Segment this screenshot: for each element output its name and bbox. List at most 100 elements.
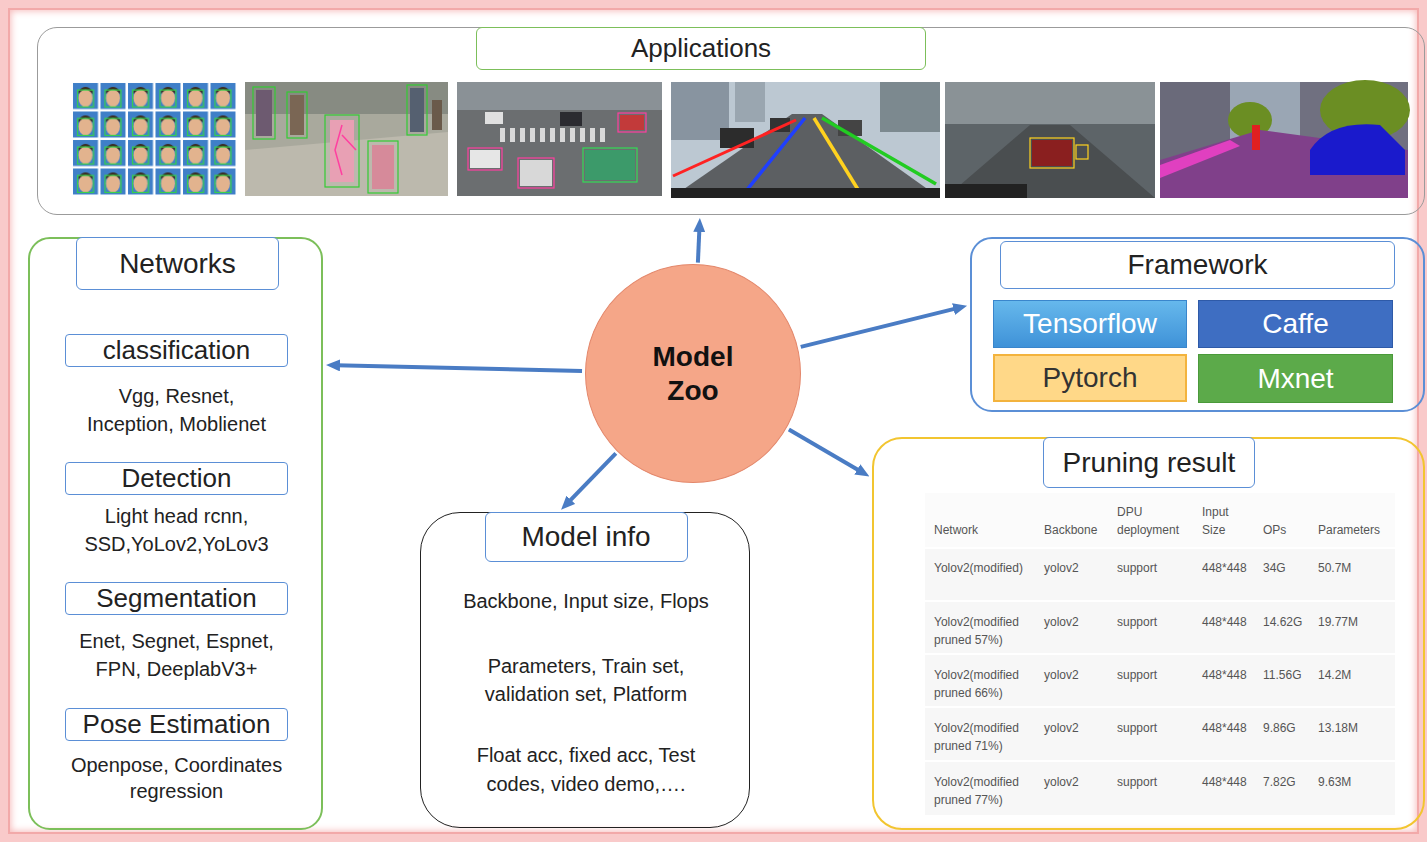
cell-holder: Yolov2(modified): [934, 559, 1038, 577]
table-cell: yolov2: [1044, 559, 1110, 577]
text-holder: Segmentation: [65, 582, 288, 615]
panel-heading: Pruning result: [1043, 437, 1255, 488]
applications-panel: Applications: [37, 27, 1425, 215]
table-cell: 448*448: [1202, 559, 1254, 577]
table-background-part: [925, 706, 1395, 708]
cell-holder: Yolov2(modified pruned 57%): [934, 613, 1038, 649]
lane-photo: [671, 82, 940, 198]
text-holder: Float acc, fixed acc, Test codes, video …: [446, 741, 726, 799]
table-cell: 50.7M: [1318, 559, 1393, 577]
segmentation-photo: [1160, 80, 1410, 198]
dashcam-photo-part: [1076, 145, 1088, 159]
model-info-panel: Model infoBackbone, Input size, FlopsPar…: [420, 512, 750, 828]
traffic-photo-part: [468, 148, 502, 170]
traffic-photo-part: [583, 148, 637, 182]
cell-holder: 14.62G: [1263, 613, 1313, 631]
table-background-part: [925, 653, 1395, 655]
street-photo-part: [410, 88, 424, 132]
text-holder: Pytorch: [995, 356, 1185, 400]
lane-photo-part: [735, 82, 765, 122]
lane-photo-part: [880, 82, 940, 132]
table-background-part: [925, 493, 1395, 548]
text-holder: Pruning result: [1043, 437, 1255, 488]
table-cell: Yolov2(modified pruned 57%): [934, 613, 1038, 649]
lane-photo-part: [720, 128, 754, 148]
traffic-photo-part: [620, 115, 644, 130]
street-photo-part: [407, 85, 427, 135]
cell-holder: 19.77M: [1318, 613, 1393, 631]
dashcam-photo-part: [945, 82, 1155, 198]
table-cell: Yolov2(modified pruned 77%): [934, 773, 1038, 809]
street-photo-part: [256, 90, 272, 136]
text-holder: Networks: [76, 237, 279, 290]
cell-holder: yolov2: [1044, 773, 1110, 791]
text-holder: Model Zoo: [586, 265, 800, 482]
segmentation-photo-part: [1310, 124, 1405, 175]
cell-holder: 50.7M: [1318, 559, 1393, 577]
group-heading: Segmentation: [65, 582, 288, 615]
group-heading: Pose Estimation: [65, 708, 288, 741]
text-holder: Enet, Segnet, Espnet, FPN, DeeplabV3+: [57, 627, 297, 683]
table-cell: yolov2: [1044, 719, 1110, 737]
table-cell: 14.62G: [1263, 613, 1313, 631]
table-cell: Backbone: [1044, 521, 1097, 539]
cell-holder: support: [1117, 559, 1197, 577]
cell-holder: support: [1117, 666, 1197, 684]
text-holder: Applications: [476, 27, 926, 70]
cell-holder: Parameters: [1318, 495, 1393, 539]
street-photo-part: [290, 95, 304, 135]
table-cell: 448*448: [1202, 613, 1254, 631]
table-cell: 448*448: [1202, 719, 1254, 737]
cell-holder: 13.18M: [1318, 719, 1393, 737]
face-grid-photo-part: [72, 82, 237, 196]
cell-holder: 11.56G: [1263, 666, 1313, 684]
street-photo-part: [368, 141, 398, 193]
traffic-photo-part: [618, 113, 646, 132]
table-cell: 34G: [1263, 559, 1313, 577]
table-cell: support: [1117, 559, 1197, 577]
traffic-photo-part: [520, 160, 552, 186]
cell-holder: support: [1117, 719, 1197, 737]
table-cell: yolov2: [1044, 773, 1110, 791]
street-photo: [245, 82, 448, 196]
table-background-part: [925, 760, 1395, 762]
group-body: Light head rcnn, SSD,YoLov2,YoLov3: [57, 502, 297, 558]
table-cell: DPU deployment: [1117, 503, 1197, 539]
cell-holder: 448*448: [1202, 613, 1254, 631]
table-cell: 9.63M: [1318, 773, 1393, 791]
table-background-part: [925, 493, 1395, 815]
connector-arrow: [801, 308, 958, 347]
framework-box: Mxnet: [1198, 354, 1393, 403]
panel-heading: Applications: [476, 27, 926, 70]
info-text: Float acc, fixed acc, Test codes, video …: [446, 741, 726, 799]
street-photo-part: [245, 82, 448, 196]
table-cell: 448*448: [1202, 773, 1254, 791]
info-text: Parameters, Train set, validation set, P…: [446, 652, 726, 708]
lane-photo-part: [822, 118, 936, 184]
cell-holder: yolov2: [1044, 666, 1110, 684]
cell-holder: Yolov2(modified pruned 71%): [934, 719, 1038, 755]
group-heading: classification: [65, 334, 288, 367]
framework-label: Caffe: [1262, 307, 1328, 341]
cell-holder: 7.82G: [1263, 773, 1313, 791]
table-cell: Yolov2(modified): [934, 559, 1038, 577]
connector-arrow: [698, 228, 700, 263]
cell-holder: yolov2: [1044, 719, 1110, 737]
framework-label: Mxnet: [1257, 362, 1333, 396]
cell-holder: yolov2: [1044, 559, 1110, 577]
pruning-panel: Pruning resultNetworkBackboneDPU deploym…: [872, 437, 1425, 830]
street-photo-part: [253, 87, 275, 139]
connectors: [336, 228, 957, 503]
text-holder: Parameters, Train set, validation set, P…: [446, 652, 726, 708]
cell-holder: Yolov2(modified pruned 66%): [934, 666, 1038, 702]
traffic-photo-part: [518, 158, 554, 188]
text-holder: Light head rcnn, SSD,YoLov2,YoLov3: [57, 502, 297, 558]
table-cell: Yolov2(modified pruned 66%): [934, 666, 1038, 702]
table-cell: Yolov2(modified pruned 71%): [934, 719, 1038, 755]
panel-heading: Networks: [76, 237, 279, 290]
text-holder: Openpose, Coordinates regression: [62, 752, 292, 804]
cell-holder: 448*448: [1202, 559, 1254, 577]
framework-box: Caffe: [1198, 300, 1393, 348]
face-grid-photo: [72, 82, 237, 196]
lane-photo-part: [673, 120, 796, 176]
